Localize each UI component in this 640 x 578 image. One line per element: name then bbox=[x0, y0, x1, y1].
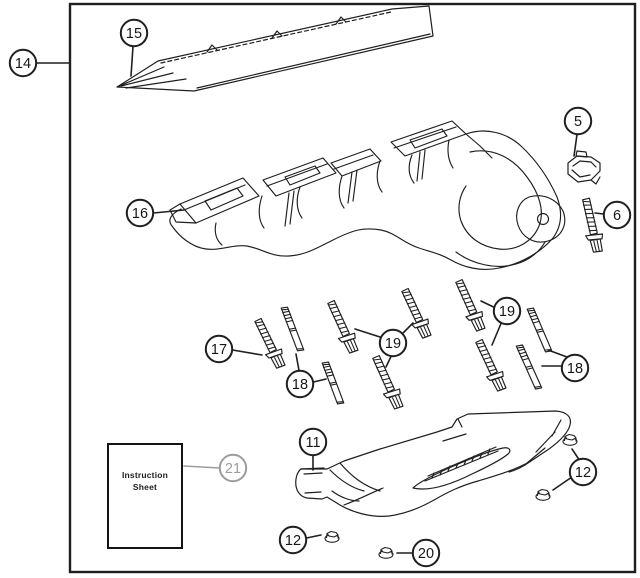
callout-circle-20[interactable] bbox=[411, 538, 441, 568]
nut-20-drawing bbox=[378, 546, 394, 559]
stud-18-a-drawing bbox=[280, 306, 305, 352]
instruction-sheet-line1: Instruction bbox=[121, 470, 169, 480]
bolt-19-a-drawing bbox=[327, 299, 359, 354]
callout-label-18-left: 18 bbox=[292, 377, 308, 393]
callout-circle-5[interactable] bbox=[563, 106, 593, 136]
stud-18-b-drawing bbox=[321, 361, 345, 405]
bolt-19-d-drawing bbox=[455, 279, 486, 332]
callout-leader-12-left-0 bbox=[305, 534, 322, 539]
bolt-17-drawing bbox=[254, 317, 286, 369]
callout-label-18-right: 18 bbox=[567, 361, 583, 377]
diagram-border bbox=[68, 2, 637, 574]
upper-heat-shield-drawing bbox=[116, 5, 434, 92]
instruction-sheet-line2: Sheet bbox=[132, 482, 158, 492]
callout-label-14: 14 bbox=[15, 56, 31, 72]
bolt-19-c-drawing bbox=[372, 355, 404, 410]
callout-21[interactable]: 21 bbox=[218, 453, 248, 483]
retainer-clip-drawing bbox=[567, 150, 601, 185]
callout-label-6: 6 bbox=[613, 208, 621, 224]
bolt-6-drawing bbox=[582, 197, 604, 253]
callout-20[interactable]: 20 bbox=[411, 538, 441, 568]
callout-circle-18-right[interactable] bbox=[560, 353, 590, 383]
bolt-19-e-drawing bbox=[475, 338, 507, 392]
callout-circle-6[interactable] bbox=[602, 200, 632, 230]
callout-circle-17[interactable] bbox=[204, 334, 234, 364]
callout-circle-18-left[interactable] bbox=[285, 369, 315, 399]
callout-16[interactable]: 16 bbox=[125, 198, 155, 228]
callout-leader-19-left-0 bbox=[354, 328, 381, 338]
dynamic-layer: 14 15 16 5 6 17 18 19 19 18 11 12 12 20 21 bbox=[8, 18, 632, 568]
callout-leader-5-0 bbox=[573, 133, 578, 157]
callout-label-5: 5 bbox=[574, 114, 582, 130]
callout-circle-11[interactable] bbox=[298, 427, 328, 457]
callout-circle-19-right[interactable] bbox=[492, 296, 522, 326]
nut-12-c-drawing bbox=[324, 530, 340, 543]
callout-circle-14[interactable] bbox=[8, 48, 38, 78]
callout-leader-18-left-0 bbox=[295, 353, 300, 372]
callout-12-right[interactable]: 12 bbox=[568, 457, 598, 487]
callout-11[interactable]: 11 bbox=[298, 427, 328, 457]
bolt-19-b-drawing bbox=[401, 287, 432, 339]
exhaust-manifold-drawing bbox=[169, 120, 566, 270]
callout-circle-12-right[interactable] bbox=[568, 457, 598, 487]
callout-leader-17-0 bbox=[231, 349, 263, 356]
callout-circle-15[interactable] bbox=[119, 18, 149, 48]
callout-17[interactable]: 17 bbox=[204, 334, 234, 364]
callout-leader-19-right-0 bbox=[480, 300, 495, 308]
callout-label-12-right: 12 bbox=[575, 465, 591, 481]
callout-leader-19-right-1 bbox=[491, 322, 502, 346]
callout-leader-12-right-0 bbox=[571, 448, 580, 461]
callout-6[interactable]: 6 bbox=[602, 200, 632, 230]
callout-leader-19-left-2 bbox=[385, 355, 392, 368]
callout-leader-18-left-1 bbox=[312, 378, 327, 383]
callout-5[interactable]: 5 bbox=[563, 106, 593, 136]
callout-label-16: 16 bbox=[132, 206, 148, 222]
callout-19-left[interactable]: 19 bbox=[378, 328, 408, 358]
callout-label-20: 20 bbox=[418, 546, 434, 562]
callout-18-right[interactable]: 18 bbox=[560, 353, 590, 383]
callout-19-right[interactable]: 19 bbox=[492, 296, 522, 326]
callout-label-17: 17 bbox=[211, 342, 227, 358]
callout-leader-12-right-1 bbox=[552, 477, 572, 491]
callout-label-15: 15 bbox=[126, 26, 142, 42]
callout-circle-21[interactable] bbox=[218, 453, 248, 483]
callout-label-11: 11 bbox=[305, 435, 320, 451]
callout-circle-19-left[interactable] bbox=[378, 328, 408, 358]
callout-12-left[interactable]: 12 bbox=[278, 525, 308, 555]
callout-18-left[interactable]: 18 bbox=[285, 369, 315, 399]
callout-leader-15-0 bbox=[130, 45, 134, 77]
callout-label-12-left: 12 bbox=[285, 533, 301, 549]
stud-18-c-drawing bbox=[526, 307, 553, 353]
callout-circle-12-left[interactable] bbox=[278, 525, 308, 555]
nut-12-b-drawing bbox=[535, 488, 551, 501]
callout-leader-19-left-1 bbox=[402, 322, 414, 334]
callout-15[interactable]: 15 bbox=[119, 18, 149, 48]
nut-12-a-drawing bbox=[562, 433, 578, 446]
callout-leader-18-right-1 bbox=[547, 349, 568, 358]
lower-heat-shield-drawing bbox=[295, 410, 572, 517]
callout-14[interactable]: 14 bbox=[8, 48, 38, 78]
callout-leader-21-0 bbox=[183, 465, 221, 469]
callout-label-19-right: 19 bbox=[499, 304, 515, 320]
callout-label-21: 21 bbox=[225, 461, 241, 477]
instruction-sheet: Instruction Sheet bbox=[107, 443, 183, 549]
callout-label-19-left: 19 bbox=[385, 336, 401, 352]
stud-18-d-drawing bbox=[515, 344, 543, 390]
callout-leader-6-0 bbox=[594, 212, 605, 215]
callout-circle-16[interactable] bbox=[125, 198, 155, 228]
callout-leader-16-0 bbox=[152, 209, 185, 214]
